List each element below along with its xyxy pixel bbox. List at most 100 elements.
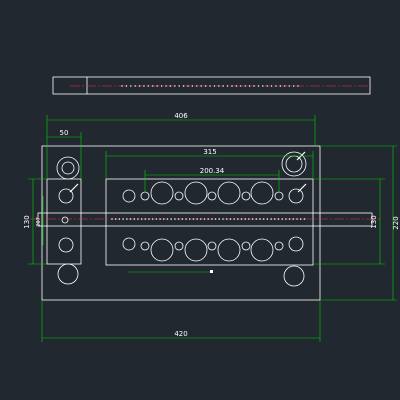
dot-mark — [218, 85, 220, 87]
dot-mark — [207, 218, 209, 220]
dot-mark — [281, 218, 284, 220]
dot-mark — [140, 218, 143, 220]
dot-mark — [292, 218, 295, 220]
inner-frame — [105, 178, 314, 266]
dot-mark — [248, 218, 250, 220]
top-row-hole-3 — [217, 181, 241, 205]
dot-mark — [174, 85, 176, 87]
dot-mark — [118, 218, 121, 220]
dot-mark — [174, 218, 176, 220]
right-upper-hole — [288, 188, 304, 204]
frame-left-upper-hole — [122, 189, 136, 203]
dot-mark — [231, 85, 233, 87]
left-top-large-hole — [56, 156, 80, 180]
dot-mark — [125, 85, 128, 87]
dot-mark — [266, 85, 268, 87]
dot-mark — [255, 218, 258, 220]
dot-mark — [178, 85, 180, 87]
bottom-row-small-hole-5 — [274, 241, 284, 251]
bottom-row-hole-4 — [250, 238, 274, 262]
dim-label-406: 406 — [174, 112, 188, 120]
dot-mark — [274, 218, 276, 220]
top-row-small-hole-4 — [241, 191, 251, 201]
dot-mark — [299, 218, 302, 220]
dot-mark — [144, 218, 147, 220]
dot-mark — [192, 218, 195, 220]
dot-mark — [121, 85, 123, 87]
dot-mark — [233, 218, 235, 220]
dot-mark — [279, 85, 282, 87]
side-view-outline — [52, 76, 371, 95]
dot-mark — [133, 218, 135, 220]
dot-mark — [235, 85, 238, 87]
side-view — [52, 76, 372, 95]
dim-label-left-207: 207 — [36, 217, 42, 227]
right-top-large-hole — [281, 151, 307, 177]
dot-mark — [130, 85, 132, 87]
dot-mark — [156, 85, 158, 87]
dot-mark — [160, 85, 163, 87]
dot-mark — [170, 218, 172, 220]
bottom-row-small-hole-3 — [207, 241, 217, 251]
dot-mark — [266, 218, 269, 220]
dot-mark — [237, 218, 239, 220]
top-row-small-hole-5 — [274, 191, 284, 201]
dot-mark — [277, 218, 280, 220]
dot-mark — [152, 85, 154, 87]
dot-mark — [288, 85, 290, 87]
bottom-inner-marker — [210, 270, 213, 273]
bottom-row-small-hole-4 — [241, 241, 251, 251]
dot-mark — [275, 85, 277, 87]
dot-mark — [188, 218, 191, 220]
bottom-row-small-hole-2 — [174, 241, 184, 251]
dim-label-pitch: 200.34 — [200, 167, 225, 175]
dot-mark — [270, 85, 273, 87]
dot-mark — [111, 218, 113, 220]
dot-mark — [155, 218, 158, 220]
dot-mark — [262, 85, 264, 87]
dot-mark — [185, 218, 187, 220]
dot-mark — [159, 218, 161, 220]
left-center-pin — [61, 216, 69, 224]
dimensions — [28, 115, 397, 342]
dot-mark — [151, 218, 154, 220]
dot-mark — [270, 218, 272, 220]
dot-mark — [262, 218, 265, 220]
dim-label-left-130: 130 — [23, 215, 31, 228]
dot-mark — [240, 218, 243, 220]
dot-mark — [288, 218, 291, 220]
dot-mark — [240, 85, 242, 87]
left-lower-hole — [58, 237, 74, 253]
dot-mark — [253, 85, 255, 87]
frame-left-lower-hole — [122, 237, 136, 251]
dot-mark — [137, 218, 139, 220]
dot-mark — [182, 85, 185, 87]
bottom-row-hole-1 — [150, 238, 174, 262]
dot-mark — [303, 218, 306, 220]
dot-mark — [138, 85, 141, 87]
dot-mark — [200, 85, 202, 87]
dot-mark — [147, 85, 150, 87]
top-row-small-hole-3 — [207, 191, 217, 201]
dot-mark — [203, 218, 206, 220]
top-row-hole-1 — [150, 181, 174, 205]
dot-mark — [248, 85, 251, 87]
dot-mark — [143, 85, 145, 87]
dot-mark — [209, 85, 211, 87]
leader-left-upper — [69, 183, 79, 193]
right-bottom-large-hole — [283, 265, 305, 287]
dot-mark — [257, 85, 260, 87]
dim-label-right-220: 220 — [392, 216, 400, 229]
plan-view-dot-row — [111, 218, 306, 220]
dot-mark — [211, 218, 213, 220]
dot-mark — [166, 218, 169, 220]
right-top-large-hole-inner — [285, 155, 303, 173]
dot-mark — [218, 218, 221, 220]
dot-mark — [204, 85, 207, 87]
leader-right-upper — [297, 183, 307, 193]
dot-mark — [251, 218, 254, 220]
dot-mark — [213, 85, 216, 87]
dot-mark — [126, 218, 128, 220]
bottom-row-hole-3 — [217, 238, 241, 262]
